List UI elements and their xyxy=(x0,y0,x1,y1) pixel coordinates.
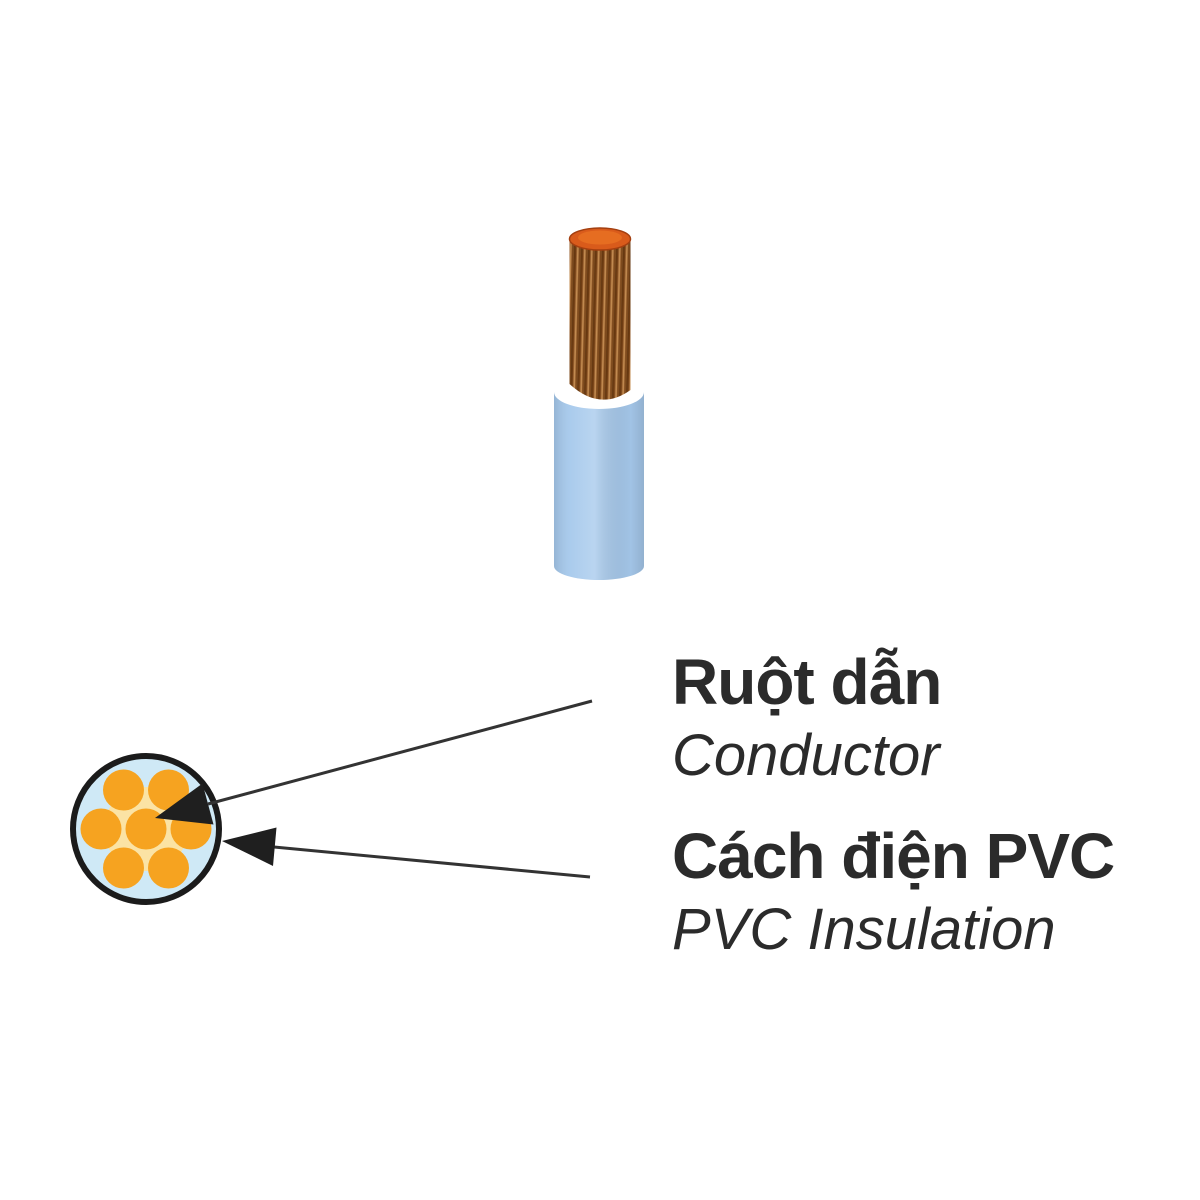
insulation-arrowhead-icon xyxy=(222,827,277,866)
cross-section xyxy=(70,753,222,905)
conductor-label-en: Conductor xyxy=(672,722,940,788)
insulation-label: Cách điện PVC PVC Insulation xyxy=(672,818,1115,964)
insulation-label-vi: Cách điện PVC xyxy=(672,820,1115,892)
conductor-arrowhead-icon xyxy=(155,783,214,825)
insulation-body-shading xyxy=(554,392,644,580)
insulation-callout-line xyxy=(273,845,591,879)
callout-arrows xyxy=(155,699,593,879)
strand-circle xyxy=(148,769,189,811)
strand-circle-center xyxy=(125,808,167,850)
wire-illustration xyxy=(554,227,644,580)
conductor-label-vi: Ruột dẫn xyxy=(672,646,942,718)
strand-circle xyxy=(148,847,189,889)
conductor-callout-line xyxy=(207,699,593,806)
strand-circle xyxy=(103,847,144,889)
strand-circle xyxy=(80,808,122,850)
conductor-top-face-highlight xyxy=(578,230,622,245)
strand-circle xyxy=(103,769,144,811)
conductor-strands xyxy=(569,239,631,400)
conductor-label: Ruột dẫn Conductor xyxy=(672,644,942,790)
insulation-label-en: PVC Insulation xyxy=(672,896,1056,962)
